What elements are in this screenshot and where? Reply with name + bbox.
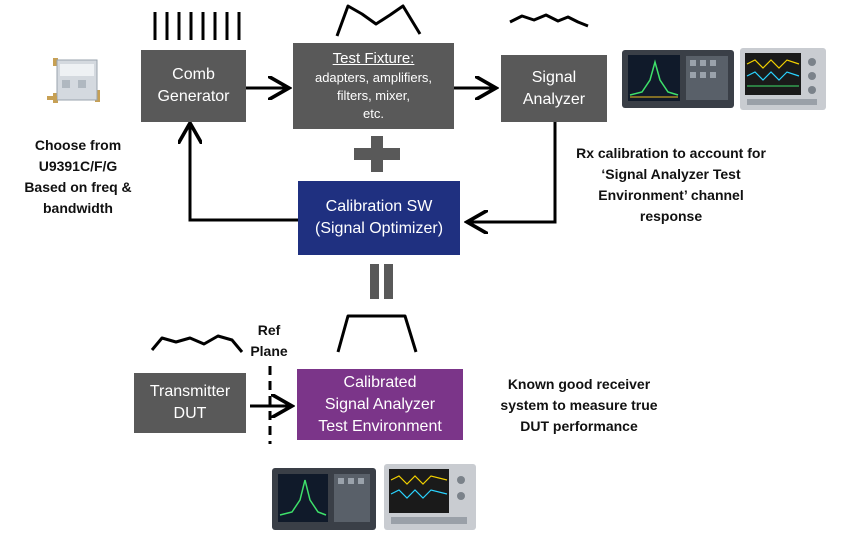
- fixture-response-icon: [335, 4, 422, 37]
- test-fixture-line-2: filters, mixer,: [337, 88, 410, 103]
- calibrated-environment-box: Calibrated Signal Analyzer Test Environm…: [297, 369, 463, 440]
- signal-analyzer-instrument-image: [622, 50, 734, 108]
- comb-choice-line-4: bandwidth: [43, 200, 113, 216]
- equals-icon: [370, 264, 393, 299]
- bottom-oscilloscope-instrument-image: [384, 464, 476, 530]
- rx-calibration-note: Rx calibration to account for ‘Signal An…: [558, 143, 784, 227]
- signal-analyzer-box: Signal Analyzer: [501, 55, 607, 122]
- transmitter-label-2: DUT: [173, 405, 207, 422]
- signal-analyzer-label-2: Analyzer: [522, 90, 586, 108]
- transmitter-response-icon: [150, 334, 244, 353]
- comb-choice-line-3: Based on freq &: [24, 179, 132, 195]
- comb-spectrum-icon: [153, 12, 241, 40]
- calibration-sw-label-1: Calibration SW: [325, 198, 433, 215]
- arrow-calsw-to-comb: [190, 126, 298, 222]
- comb-choice-line-2: U9391C/F/G: [38, 158, 118, 174]
- bottom-signal-analyzer-instrument-image: [272, 468, 376, 530]
- transmitter-label-1: Transmitter: [149, 383, 231, 400]
- known-note-line-3: DUT performance: [520, 418, 638, 434]
- calibration-sw-box: Calibration SW (Signal Optimizer): [298, 181, 460, 255]
- test-fixture-title: Test Fixture:: [332, 50, 415, 67]
- comb-generator-label-2: Generator: [157, 88, 230, 105]
- test-fixture-line-3: etc.: [363, 106, 384, 121]
- rx-note-line-3: Environment’ channel: [598, 187, 744, 203]
- calibrated-label-2: Signal Analyzer: [324, 395, 436, 413]
- analyzer-response-icon: [509, 13, 589, 28]
- comb-generator-box: Comb Generator: [141, 50, 246, 122]
- rx-note-line-4: response: [639, 208, 703, 224]
- arrow-analyzer-to-calsw: [470, 122, 557, 222]
- oscilloscope-instrument-image: [740, 48, 826, 110]
- known-good-note: Known good receiver system to measure tr…: [488, 374, 670, 437]
- test-fixture-box: Test Fixture: adapters, amplifiers, filt…: [293, 43, 454, 129]
- rx-note-line-2: ‘Signal Analyzer Test: [601, 166, 741, 182]
- comb-choice-note: Choose from U9391C/F/G Based on freq & b…: [8, 135, 148, 219]
- rx-note-line-1: Rx calibration to account for: [576, 145, 766, 161]
- comb-generator-device-image: [47, 58, 100, 103]
- known-note-line-2: system to measure true: [500, 397, 658, 413]
- known-note-line-1: Known good receiver: [507, 376, 651, 392]
- test-fixture-line-1: adapters, amplifiers,: [314, 70, 433, 85]
- signal-analyzer-label-1: Signal: [531, 68, 577, 86]
- calibration-sw-label-2: (Signal Optimizer): [314, 220, 444, 237]
- comb-generator-label-1: Comb: [172, 66, 215, 83]
- transmitter-dut-box: Transmitter DUT: [134, 373, 246, 433]
- calibrated-label-1: Calibrated: [343, 373, 417, 391]
- ref-plane-label: Ref Plane: [242, 320, 296, 362]
- ref-plane-line-2: Plane: [250, 343, 288, 359]
- comb-choice-line-1: Choose from: [34, 137, 122, 153]
- ref-plane-line-1: Ref: [257, 322, 281, 338]
- calibrated-label-3: Test Environment: [318, 417, 442, 435]
- plus-icon: [354, 136, 400, 172]
- calibrated-response-icon: [336, 314, 418, 353]
